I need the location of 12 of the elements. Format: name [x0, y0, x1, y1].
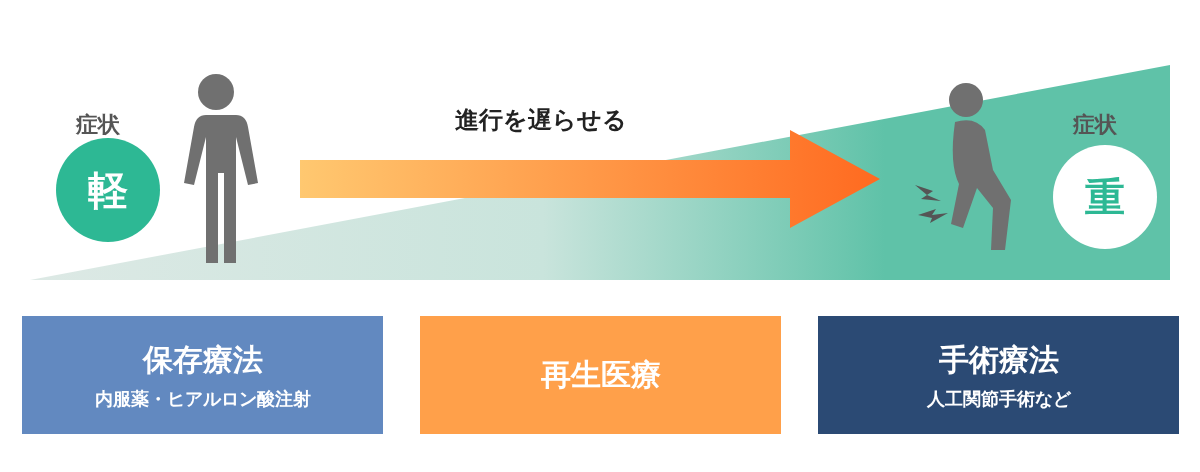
treatment-box — [818, 316, 1179, 434]
treatment-box — [22, 316, 383, 434]
treatment-title: 手術療法 — [938, 340, 1059, 379]
symptom-heading: 症状 — [76, 111, 120, 139]
treatment-detail: 人工関節手術など — [926, 386, 1071, 411]
severity-circle: 軽 — [56, 138, 160, 242]
treatment-detail: 内服薬・ヒアルロン酸注射 — [94, 386, 311, 411]
treatment-title: 再生医療 — [540, 355, 661, 394]
symptom-heading: 症状 — [1073, 111, 1117, 139]
treatment-box — [420, 316, 781, 434]
treatment-title: 保存療法 — [142, 340, 263, 379]
arrow-caption: 進行を遅らせる — [455, 105, 627, 136]
